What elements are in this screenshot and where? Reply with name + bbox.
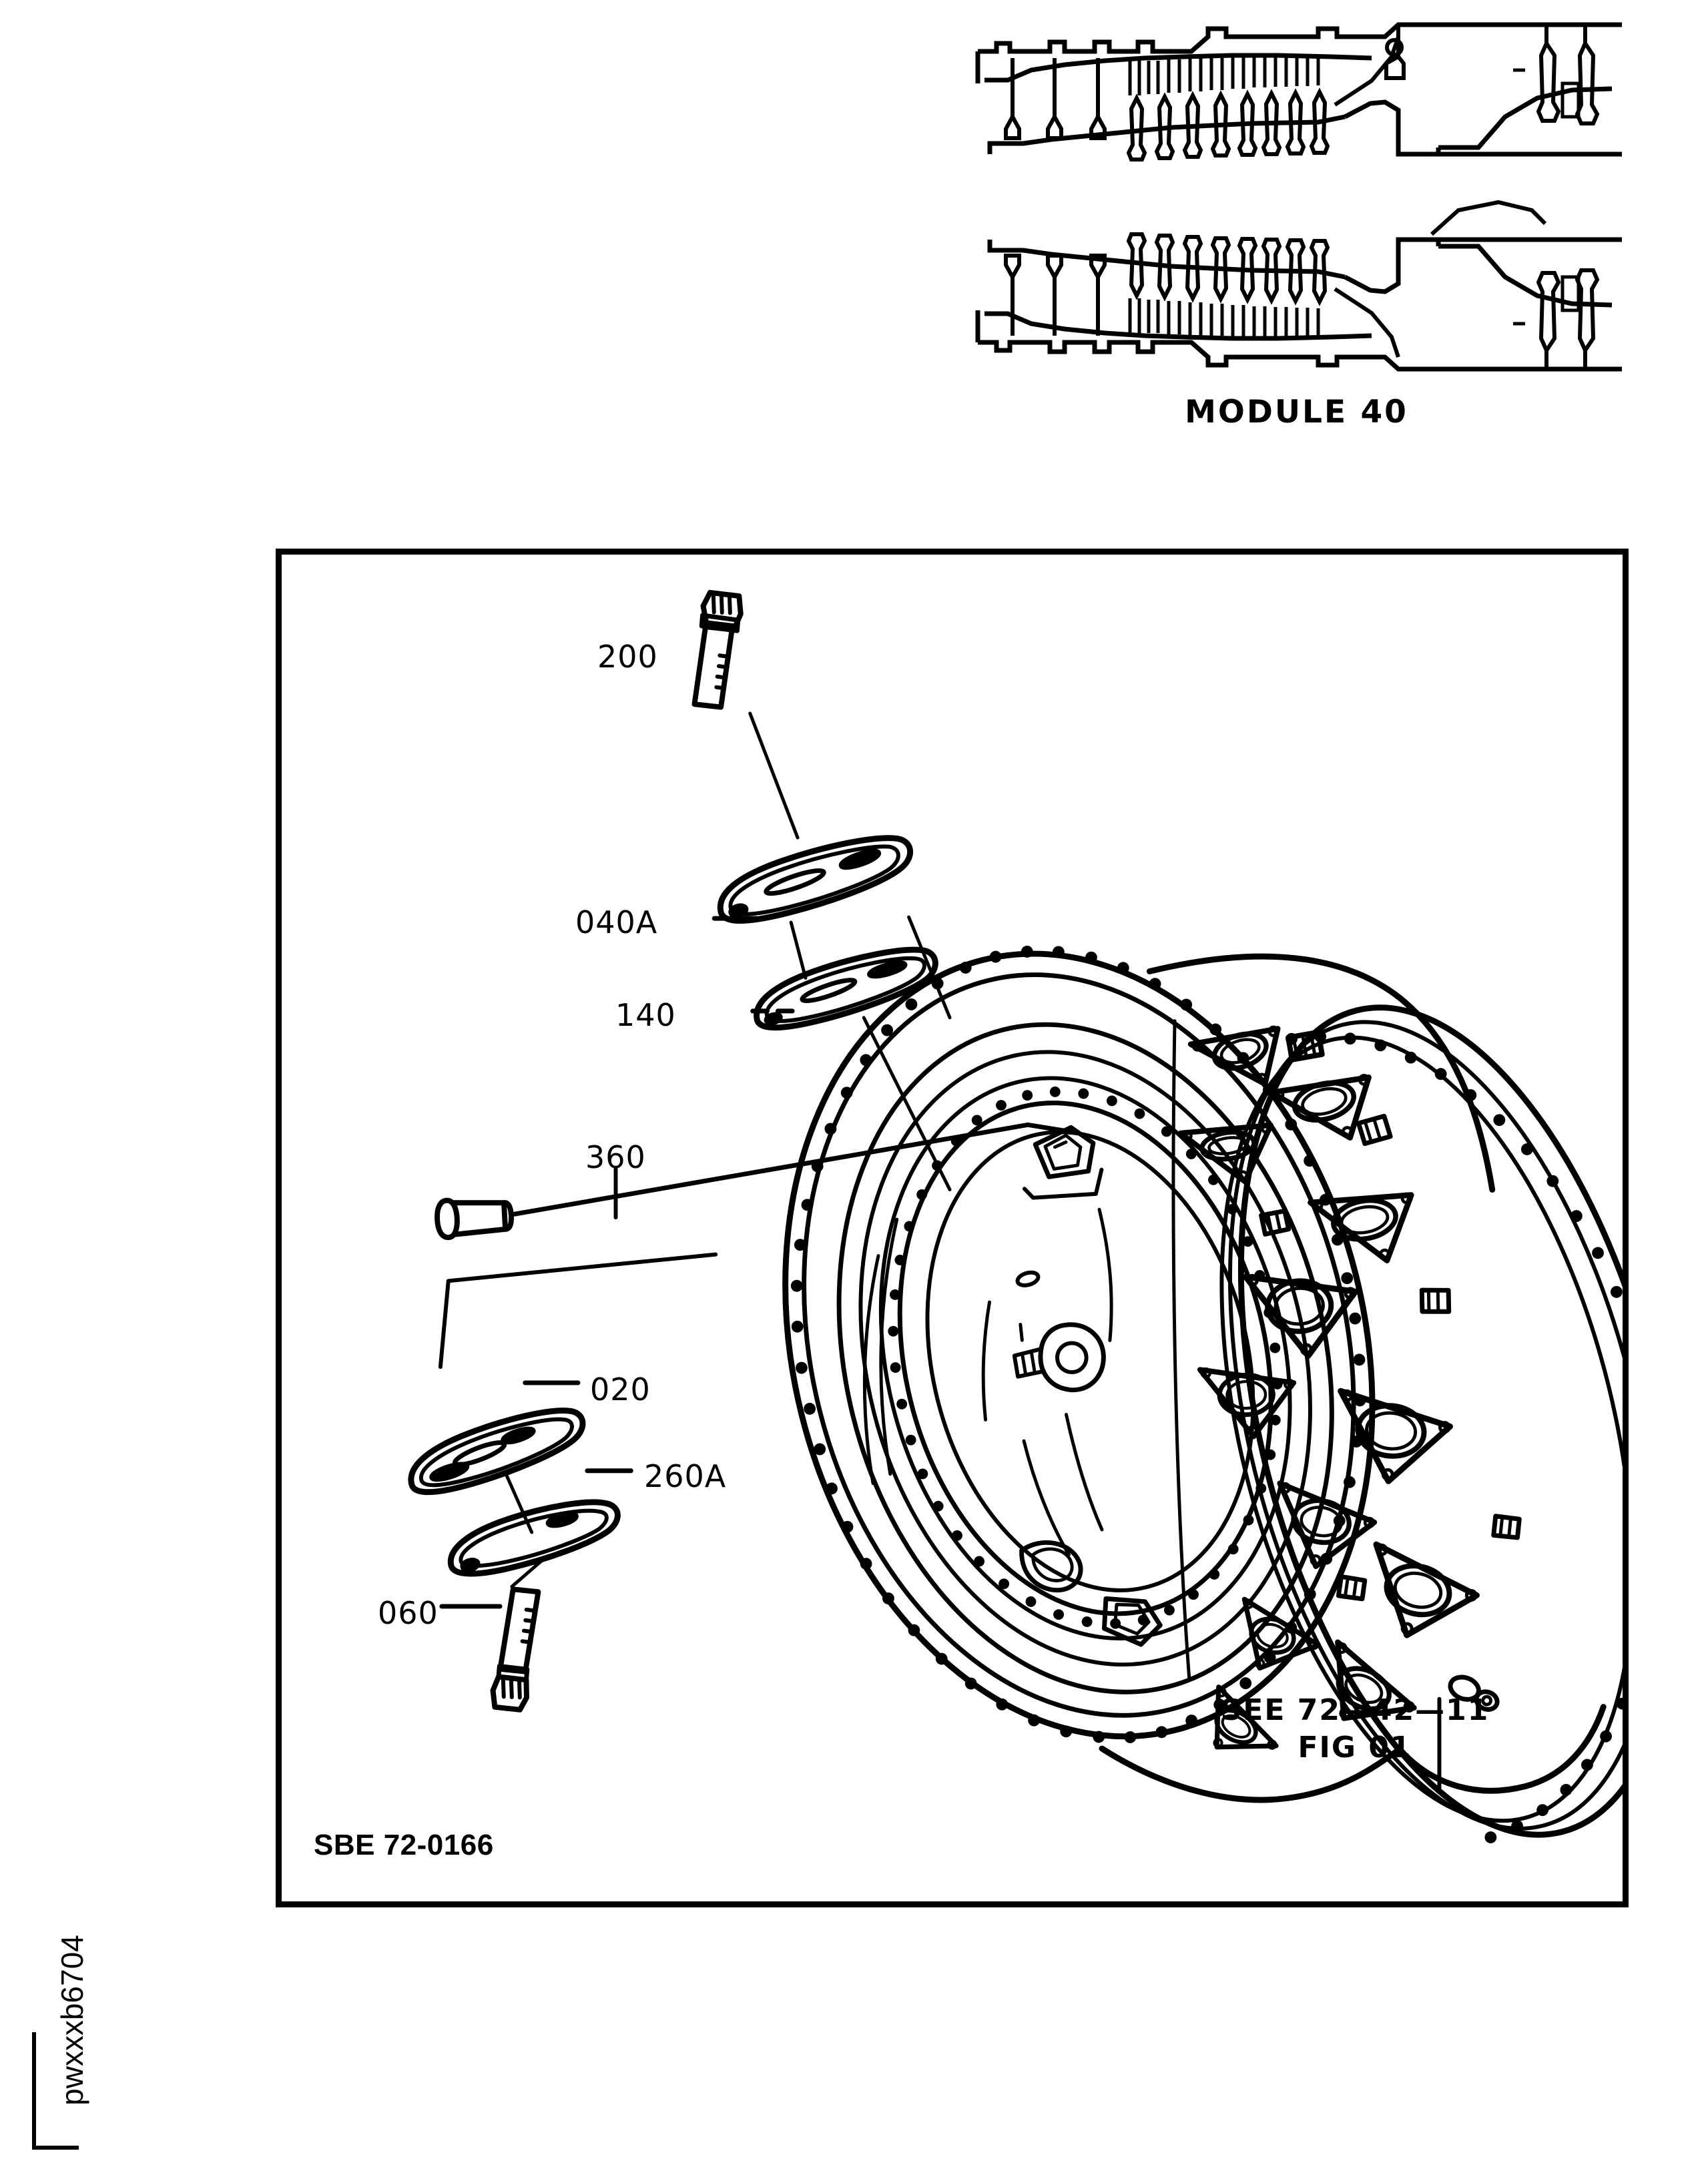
module-key-label: MODULE 40 <box>1185 394 1408 430</box>
corner-bracket-icon <box>32 2032 79 2150</box>
reference-note: SEE 72—42—11 FIG 01 <box>1201 1692 1508 1767</box>
callout-140: 140 <box>615 997 676 1033</box>
callout-200: 200 <box>597 639 658 675</box>
callout-040A: 040A <box>575 904 658 940</box>
callout-360: 360 <box>585 1139 646 1175</box>
document-id-block: pwxxxb6704 <box>17 1915 97 2150</box>
reference-note-line1: SEE 72—42—11 <box>1220 1693 1490 1727</box>
reference-note-line2: FIG 01 <box>1298 1731 1412 1765</box>
document-id-text: pwxxxb6704 <box>55 1935 89 2106</box>
callout-020: 020 <box>590 1371 651 1408</box>
drawing-code: SBE 72-0166 <box>314 1829 494 1861</box>
illustration-frame: 200 040A 140 360 020 260A 060 <box>276 549 1629 1907</box>
module-key-diagram <box>971 17 1622 377</box>
compressor-case-assembly-icon <box>408 589 1623 1843</box>
engine-cross-section-icon <box>975 22 1622 372</box>
callout-060: 060 <box>378 1595 439 1631</box>
callout-260A: 260A <box>644 1458 727 1494</box>
